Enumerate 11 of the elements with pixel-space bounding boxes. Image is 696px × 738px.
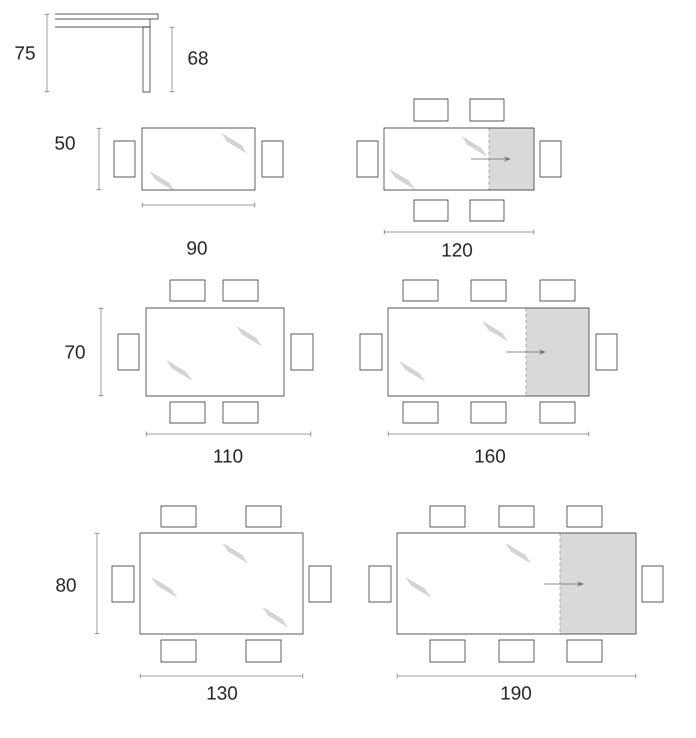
dimension-label: 190 bbox=[502, 686, 532, 700]
dimension-label: 80 bbox=[56, 578, 76, 592]
dimension-label: 120 bbox=[442, 243, 472, 257]
dimension-label: 70 bbox=[65, 345, 85, 359]
dimension-label: 75 bbox=[15, 46, 35, 60]
dimension-label: 110 bbox=[214, 449, 242, 463]
dimension-label: 160 bbox=[476, 449, 506, 463]
dimension-label: 130 bbox=[208, 686, 238, 700]
dimension-label: 90 bbox=[187, 241, 207, 255]
dimension-label: 68 bbox=[188, 51, 208, 65]
dimension-label: 50 bbox=[55, 136, 75, 150]
